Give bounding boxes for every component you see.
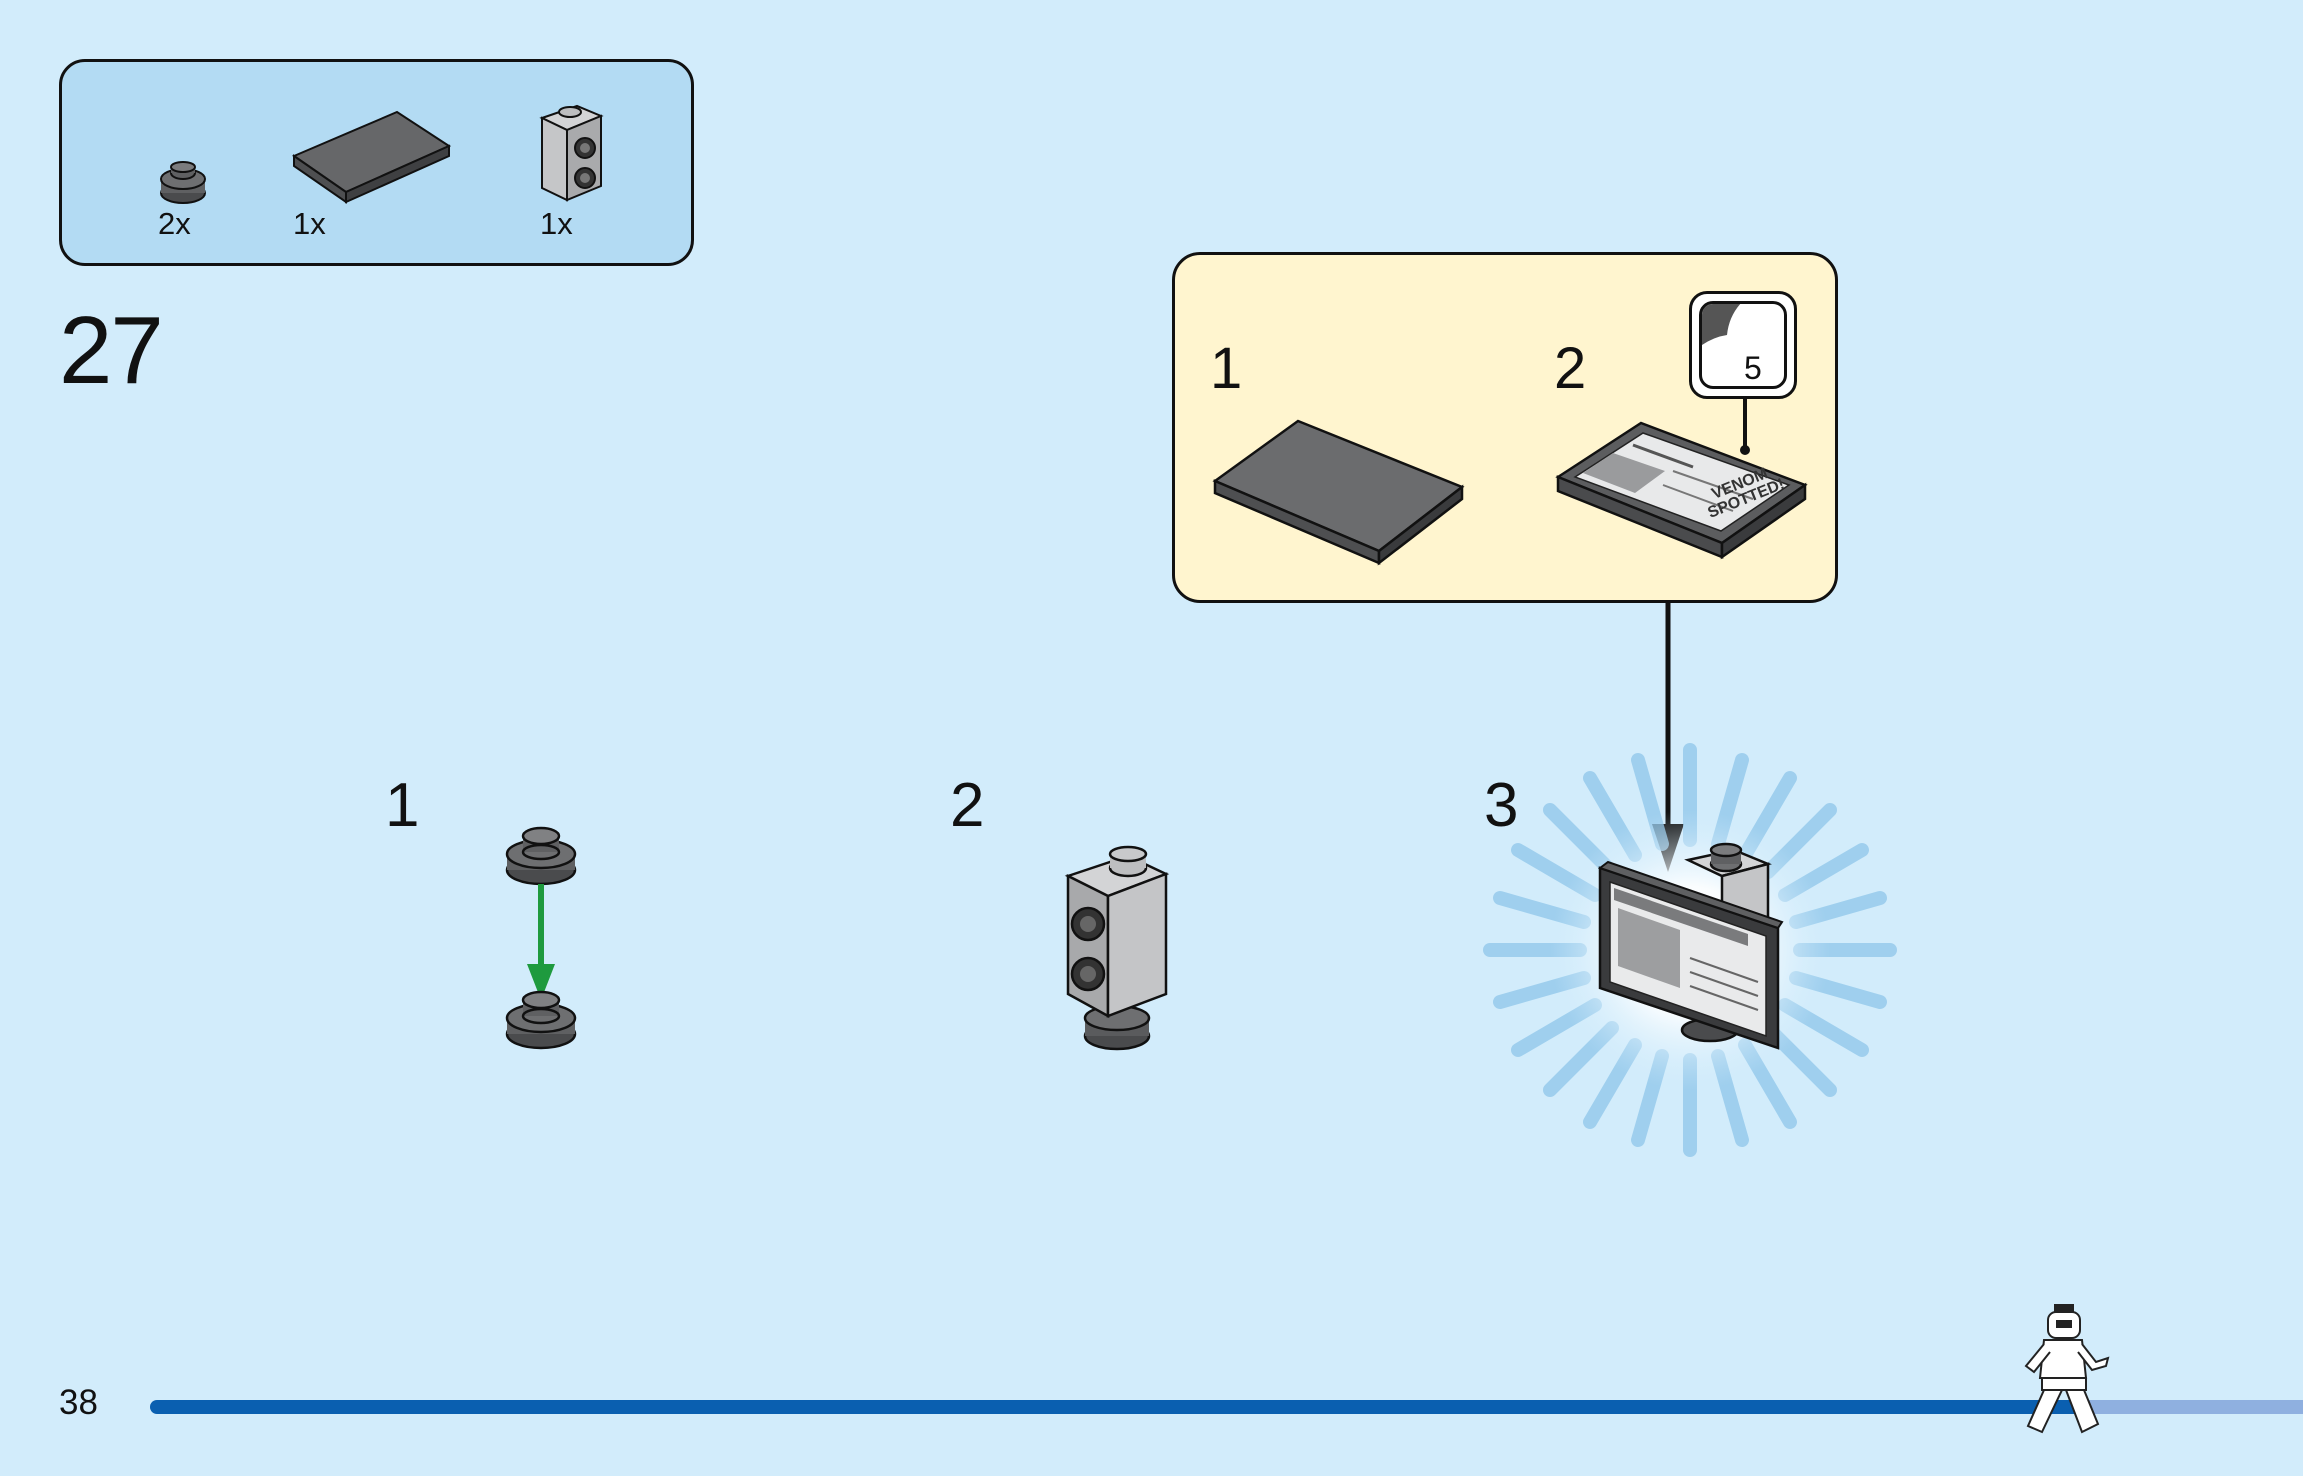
parts-list-box: 2x 1x 1x — [59, 59, 694, 266]
substep-number: 3 — [1484, 771, 1519, 840]
sticker-indicator: 5 — [1689, 291, 1797, 399]
quantity-label: 1x — [293, 206, 326, 241]
round-plate-part-icon — [160, 161, 206, 204]
substep-number: 1 — [385, 771, 420, 840]
substep-number: 2 — [950, 771, 985, 840]
callout-step-number: 1 — [1210, 336, 1243, 401]
sticker-pointer-line — [1740, 396, 1750, 455]
callout-step-number: 2 — [1554, 336, 1587, 401]
sticker-icon: 5 — [1699, 301, 1787, 389]
quantity-label: 1x — [540, 206, 573, 241]
tile-part-icon — [1212, 419, 1465, 566]
brick-on-round-plate-icon — [1064, 845, 1170, 1051]
round-plates-stack-icon — [505, 826, 577, 1050]
tile-part-icon — [291, 110, 452, 204]
brick-studs-side-part-icon — [539, 104, 604, 202]
page-number: 38 — [59, 1383, 98, 1422]
quantity-label: 2x — [158, 206, 191, 241]
sub-assembly-callout: 1 2 VENOM SPOTTED! 5 — [1172, 252, 1838, 603]
sticker-number: 5 — [1744, 350, 1762, 386]
progress-bar-remaining — [2080, 1400, 2303, 1414]
progress-bar-filled — [150, 1400, 2100, 1414]
minifigure-icon — [2024, 1304, 2110, 1434]
step-number: 27 — [59, 297, 164, 404]
sign-assembly-icon — [1597, 842, 1784, 1050]
tile-with-newspaper-sticker-icon — [1555, 421, 1808, 560]
